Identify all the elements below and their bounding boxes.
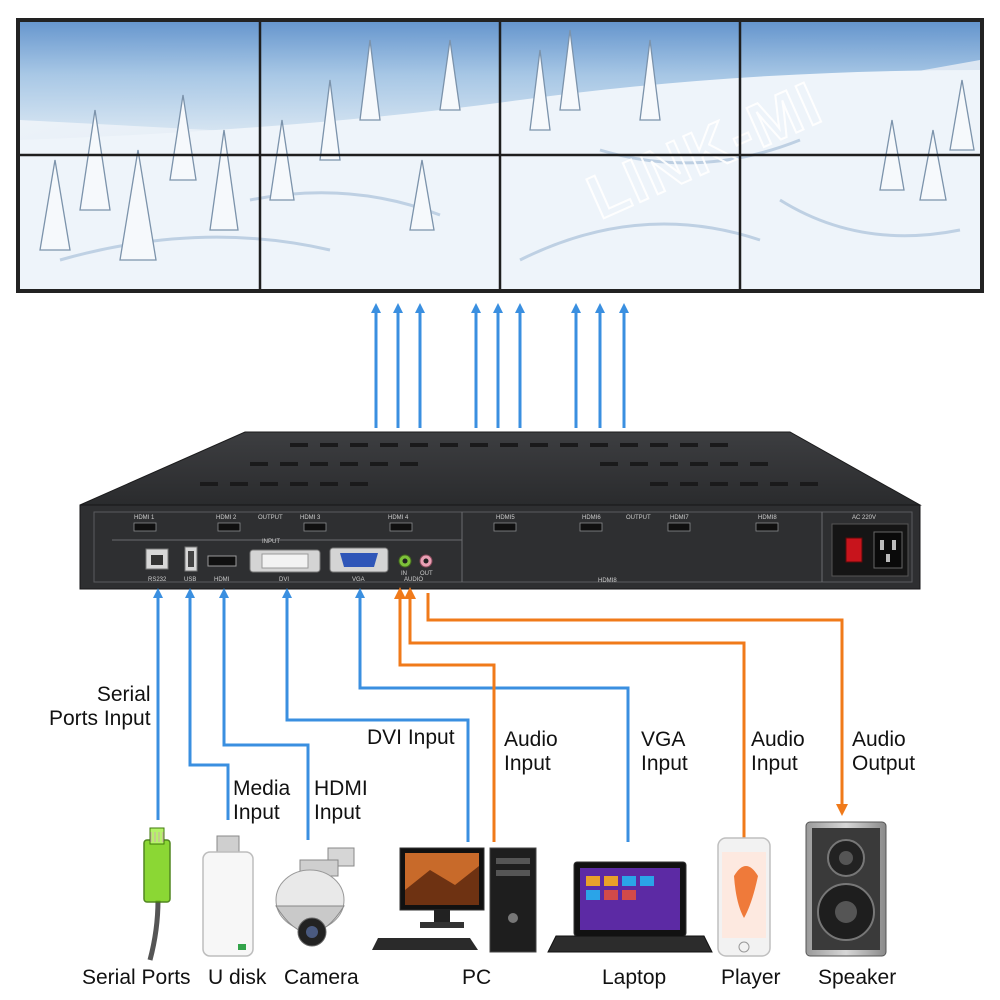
- player-audio-input-label: Audio Input: [751, 728, 805, 775]
- input-label-rs232: RS232: [148, 577, 167, 583]
- hdmi-out-port-7: [667, 522, 691, 532]
- speaker-device-label: Speaker: [818, 966, 897, 989]
- speaker-icon: [805, 821, 887, 957]
- hdmi-out-port-4: [389, 522, 413, 532]
- input-label-hdmi: HDMI: [214, 577, 230, 583]
- input-label-usb: USB: [184, 577, 196, 583]
- output-label-3: HDMI 3: [300, 515, 321, 521]
- serial-ports-device-label: Serial Ports: [82, 966, 191, 989]
- udisk-device-label: U disk: [208, 966, 267, 989]
- output-label-8: HDMI8: [758, 515, 777, 521]
- power-switch: [845, 537, 863, 563]
- output-group-label-b: OUTPUT: [626, 515, 651, 521]
- dome-camera-icon: [275, 847, 355, 947]
- dvi-input-label: DVI Input: [367, 726, 455, 749]
- camera-device-label: Camera: [284, 966, 359, 989]
- pc-audio-input-label: Audio Input: [504, 728, 558, 775]
- usb-disk-icon: [202, 835, 254, 957]
- output-label-4: HDMI 4: [388, 515, 409, 521]
- rj45-cable-icon: [143, 827, 171, 961]
- serial-ports-input-label: Serial Ports Input: [49, 683, 151, 730]
- player-audio-line: [404, 587, 746, 842]
- input-label-vga: VGA: [352, 577, 365, 583]
- output-label-7: HDMI7: [670, 515, 689, 521]
- pc-device-label: PC: [462, 966, 492, 989]
- audio-output-label: Audio Output: [852, 728, 916, 775]
- input-label-dvi: DVI: [279, 577, 289, 583]
- hdmi-out-port-2: [217, 522, 241, 532]
- output-label-1: HDMI 1: [134, 515, 155, 521]
- audio-out-label: OUT: [420, 571, 433, 577]
- video-wall: LINK-MI: [16, 18, 984, 293]
- input-label-audio: AUDIO: [404, 577, 423, 583]
- output-label-2: HDMI 2: [216, 515, 237, 521]
- hdmi-in-port: [207, 555, 237, 567]
- desktop-pc-icon: [372, 847, 537, 953]
- laptop-device-label: Laptop: [602, 966, 667, 989]
- output-arrows: [371, 303, 629, 428]
- smartphone-icon: [717, 837, 771, 957]
- output-label-5: HDMI5: [496, 515, 515, 521]
- camera-line: [219, 588, 310, 840]
- player-device-label: Player: [721, 966, 781, 989]
- laptop-icon: [547, 861, 713, 953]
- hdmi-out-port-8: [755, 522, 779, 532]
- hdmi-out-port-5: [493, 522, 517, 532]
- video-wall-controller: HDMI 1 HDMI 2 OUTPUT HDMI 3 HDMI 4 HDMI5…: [79, 431, 922, 590]
- dvi-line: [282, 588, 470, 842]
- audio-in-label: IN: [401, 571, 407, 577]
- hdmi-out-port-3: [303, 522, 327, 532]
- input-connection-lines: [153, 587, 848, 842]
- output-label-6: HDMI6: [582, 515, 601, 521]
- power-label: AC 220V: [852, 515, 876, 521]
- hdmi-out-port-1: [133, 522, 157, 532]
- media-input-label: Media Input: [233, 777, 291, 824]
- audio-output-line: [426, 593, 848, 816]
- hdmi-out-port-6: [579, 522, 603, 532]
- vga-input-label: VGA Input: [641, 728, 688, 775]
- power-socket: [873, 531, 903, 569]
- output-group-label-a: OUTPUT: [258, 515, 283, 521]
- hdmi8-bottom-label: HDMI8: [598, 578, 617, 584]
- pc-audio-line: [394, 587, 496, 842]
- udisk-line: [185, 588, 230, 820]
- hdmi-input-label: HDMI Input: [314, 777, 368, 824]
- input-header-label: INPUT: [262, 539, 280, 545]
